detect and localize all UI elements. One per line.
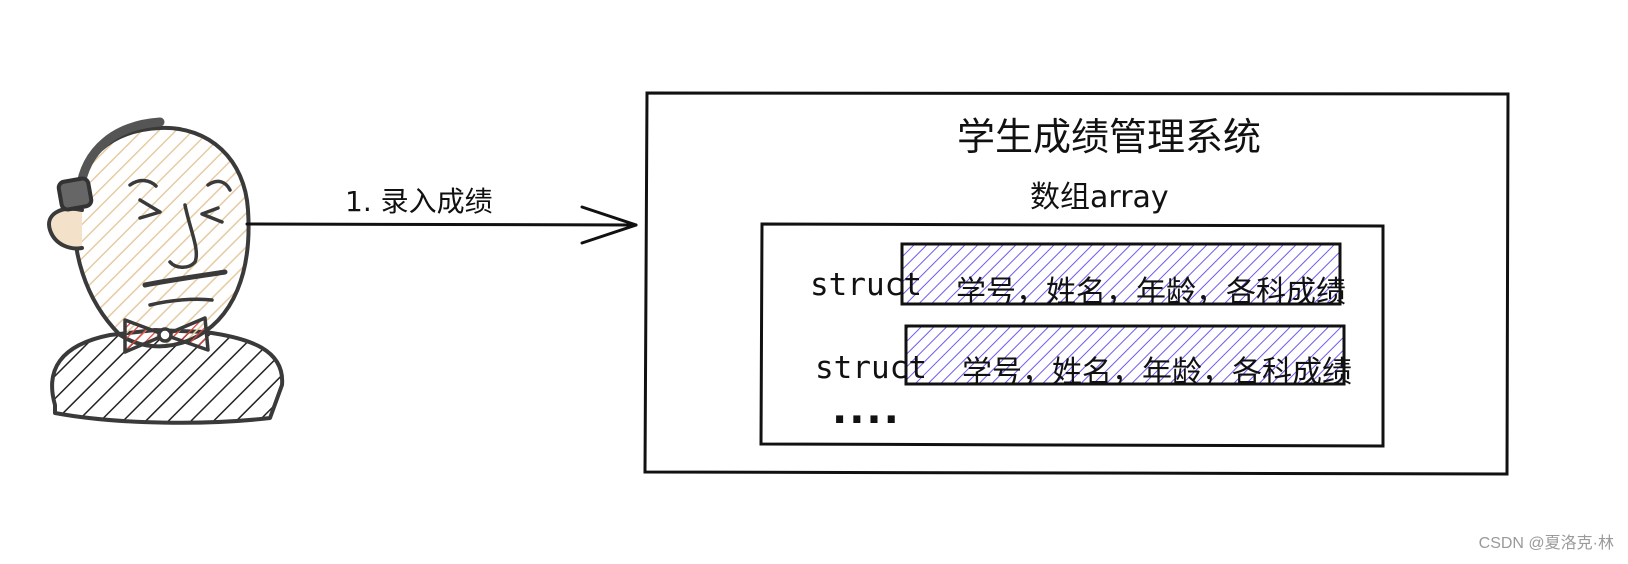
person-ear <box>47 206 84 251</box>
array-label: 数组array <box>1030 180 1169 215</box>
person-chin <box>148 297 214 307</box>
watermark: CSDN @夏洛克·林 <box>1478 535 1614 552</box>
struct-keyword-2: struct <box>815 350 927 386</box>
headphone-cup <box>56 176 94 212</box>
bowtie-icon <box>123 318 167 354</box>
person-right-eye-lash <box>200 206 224 224</box>
arrow-head-bottom <box>580 223 638 245</box>
more-rows-ellipsis: ···· <box>832 397 901 443</box>
arrow-head-top <box>580 205 638 227</box>
system-box <box>643 91 1510 476</box>
person-head <box>72 125 251 349</box>
record-fields-1: 学号，姓名，年龄，各科成绩 <box>956 275 1346 310</box>
bowtie-right <box>163 316 210 352</box>
record-fields-2: 学号，姓名，年龄，各科成绩 <box>962 355 1352 390</box>
record-box-1 <box>900 242 1342 306</box>
person-mouth <box>142 269 228 288</box>
flow-arrow <box>245 205 638 245</box>
person-icon <box>47 117 285 425</box>
array-box <box>759 222 1385 448</box>
person-left-eye <box>128 178 158 188</box>
struct-keyword-1: struct <box>810 267 922 303</box>
person-nose <box>168 203 198 269</box>
person-right-eye <box>206 179 232 192</box>
person-left-eye-lash <box>138 198 162 220</box>
bowtie-knot <box>157 327 173 343</box>
record-box-2 <box>904 324 1346 386</box>
step-label: 1. 录入成绩 <box>345 185 493 218</box>
arrow-shaft <box>245 222 638 227</box>
person-body <box>50 328 285 425</box>
system-title: 学生成绩管理系统 <box>957 115 1262 159</box>
